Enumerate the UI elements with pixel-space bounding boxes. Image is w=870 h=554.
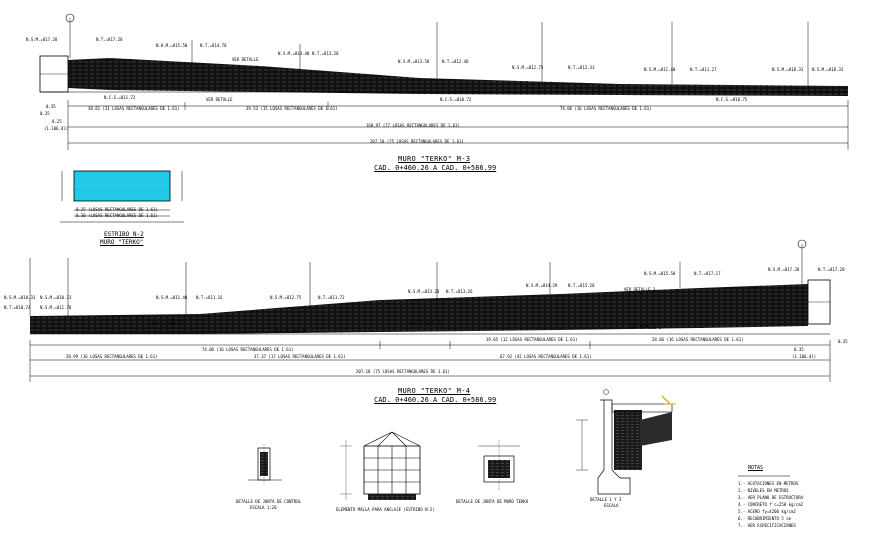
detail-title: DETALLE DE JUNTA DE CONTROL — [236, 499, 302, 504]
level-label: N.S.M.=812.75 — [270, 295, 302, 300]
dim-label: 74.06 (16 LOSAS RECTANGULARES DE 1.61) — [202, 347, 294, 352]
level-label: N.S.M.=813.28 — [408, 289, 440, 294]
dim-label: 39.53 (15 LOSAS RECTANGULARES DE 1.61) — [246, 106, 338, 111]
level-label: N.T.=811.72 — [318, 295, 345, 300]
note-item: 2.- NIVELES EN METROS — [738, 488, 789, 493]
dim-label: 37.37 (17 LOSAS RECTANGULARES DE 1.61) — [254, 354, 346, 359]
dim-label: 28.86 (16 LOSAS RECTANGULARES DE 1.61) — [652, 337, 744, 342]
callout-label: N.C.S.=811.72 — [104, 95, 136, 100]
dim-label: 0.35 — [40, 111, 50, 116]
detail-scale: ESCALA — [604, 503, 619, 508]
dim-label: 67.92 (42 LOSAS RECTANGULARES DE 1.61) — [500, 354, 592, 359]
level-label: N.S.M.=810.33 — [812, 67, 844, 72]
dim-label: 0.35 — [794, 347, 804, 352]
level-label: N.S.M.=814.29 — [526, 283, 558, 288]
wall-m3-elevation — [39, 13, 849, 150]
notes-title: NOTAS — [748, 465, 764, 471]
level-label: N.T.=817.28 — [96, 37, 123, 42]
callout-label: VER DETALLE 3 — [624, 287, 656, 292]
dim-label: 19.65 (12 LOSAS RECTANGULARES DE 1.61) — [486, 337, 578, 342]
level-label: N.S.M.=812.75 — [512, 65, 544, 70]
dim-label: 0.35 — [838, 339, 848, 344]
dim-label: (1.106.dl) — [44, 126, 69, 131]
level-label: N.T.=812.31 — [568, 65, 595, 70]
dim-label: 168.97 (77 LOSAS RECTANGULARES DE 1.61) — [366, 123, 460, 128]
level-label: N.S.M.=811.40 — [156, 295, 188, 300]
level-label: N.T.=811.16 — [196, 295, 223, 300]
wall-m4-title: MURO "TERKO" M-4 — [398, 387, 471, 395]
note-item: 4.- CONCRETO f'c=250 kg/cm2 — [738, 502, 804, 507]
callout-label: N.C.S.=808.52 — [152, 321, 184, 326]
wall-m3-subtitle: CAD. 0+460.26 A CAD. 0+586.99 — [374, 164, 497, 172]
wall-m4-body — [30, 284, 808, 334]
level-label: N.S.M.=813.50 — [398, 59, 430, 64]
north-marker-icon — [65, 13, 75, 23]
wall-m3-body — [68, 58, 848, 96]
section-n2-title: ESTRIBO N-2 — [104, 231, 144, 238]
level-label: N.S.M.=817.28 — [26, 37, 58, 42]
wall-m4-elevation — [29, 239, 831, 382]
detail-section-1-3 — [576, 389, 676, 495]
callout-label: N.C.S.=811.72 — [410, 321, 442, 326]
detail-joint — [248, 444, 282, 484]
note-item: 3.- VER PLANO DE ESTRUCTURA — [738, 495, 804, 500]
section-note: 0.25 (LOSAS RECTANGULARES DE 1.61) — [76, 207, 158, 212]
callout-label: N.C.S.=810.75 — [716, 97, 748, 102]
level-label: N.T.=813.26 — [446, 289, 473, 294]
detail-title: DETALLE DE JUNTA DE MURO TERKO — [456, 499, 529, 504]
section-n2-subtitle: MURO "TERKO" — [100, 239, 144, 246]
level-label: N.T.=815.28 — [568, 283, 595, 288]
level-label: N.S.M.=810.33 — [4, 295, 36, 300]
detail-title: DETALLE 1 Y 3 — [590, 497, 622, 502]
dim-label: (1.106.dl) — [792, 354, 817, 359]
callout-label: VER DETALLE 1 — [630, 325, 662, 330]
level-label: N.S.M.=810.33 — [772, 67, 804, 72]
level-label: N.T.=817.17 — [694, 271, 721, 276]
callout-label: VER DETALLE — [206, 97, 233, 102]
dim-label: 0.35 — [46, 104, 56, 109]
callout-label: N.C.S.=810.72 — [440, 97, 472, 102]
level-label: N.H.M.=815.50 — [156, 43, 188, 48]
note-item: 1.- ACOTACIONES EN METROS — [738, 481, 799, 486]
level-label: N.S.M.=814.40 — [278, 51, 310, 56]
dim-label: 207.18 (75 LOSAS RECTANGULARES DE 1.61) — [356, 369, 450, 374]
callout-label: N.C.S.=808.57 — [276, 329, 308, 334]
level-label: N.T.=811.27 — [690, 67, 717, 72]
level-label: N.S.M.=811.78 — [40, 305, 72, 310]
wall-m4-subtitle: CAD. 0+460.26 A CAD. 0+586.99 — [374, 396, 497, 404]
level-label: N.S.M.=811.40 — [644, 67, 676, 72]
note-item: 7.- VER ESPECIFICACIONES — [738, 523, 796, 528]
level-label: N.S.M.=817.28 — [768, 267, 800, 272]
dim-label: 38.81 (31 LOSAS RECTANGULARES DE 1.61) — [88, 106, 180, 111]
detail-anchor-mesh — [340, 431, 421, 500]
dim-label: 0.25 — [52, 119, 62, 124]
north-marker-icon — [797, 239, 807, 249]
dim-label: 207.18 (75 LOSAS RECTANGULARES DE 1.61) — [370, 139, 464, 144]
dim-label: 74.06 (16 LOSAS RECTANGULARES DE 1.61) — [560, 106, 652, 111]
level-label: N.S.M.=815.50 — [644, 271, 676, 276]
level-label: N.S.M.=810.33 — [40, 295, 72, 300]
dim-label: 28.99 (16 LOSAS RECTANGULARES DE 1.61) — [66, 354, 158, 359]
note-item: 5.- ACERO fy=4200 kg/cm2 — [738, 509, 796, 514]
section-n2 — [60, 170, 184, 223]
level-label: N.T.=814.78 — [200, 43, 227, 48]
wall-m3-title: MURO "TERKO" M-3 — [398, 155, 471, 163]
note-item: 6.- RECUBRIMIENTO 5 cm — [738, 516, 791, 521]
detail-scale: ESCALA 1:20 — [250, 505, 277, 510]
detail-title: ELEMENTO MALLA PARA ANCLAJE (ESTRIBO N-2… — [336, 507, 435, 512]
level-label: N.T.=813.28 — [312, 51, 339, 56]
section-note: 0.30 (LOSAS RECTANGULARES DE 1.61) — [76, 213, 158, 218]
level-label: N.T.=812.40 — [442, 59, 469, 64]
level-label: N.T.=817.28 — [818, 267, 845, 272]
callout-label: VER DETALLE — [232, 57, 259, 62]
detail-wall-joint — [478, 440, 520, 490]
level-label: N.T.=810.74 — [4, 305, 31, 310]
